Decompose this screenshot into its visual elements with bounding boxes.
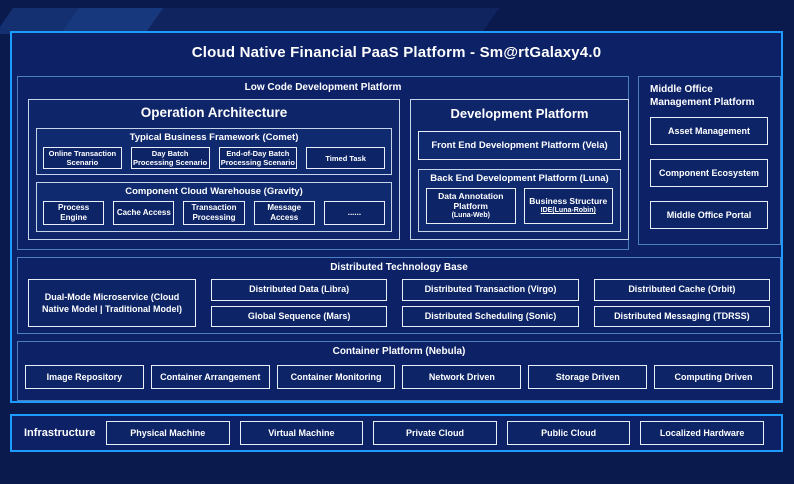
block-storage-driven: Storage Driven <box>528 365 648 389</box>
gravity-items-row: Process Engine Cache Access Transaction … <box>43 201 386 225</box>
low-code-section-label: Low Code Development Platform <box>244 82 402 93</box>
block-network-driven: Network Driven <box>402 365 522 389</box>
block-business-structure-ide-sub: IDE(Luna-Robin) <box>540 207 596 215</box>
operation-architecture-box: Operation Architecture Typical Business … <box>28 99 400 240</box>
block-distributed-messaging-tdrss: Distributed Messaging (TDRSS) <box>593 305 770 327</box>
block-process-engine: Process Engine <box>43 201 105 225</box>
block-global-sequence-mars: Global Sequence (Mars) <box>211 305 388 327</box>
block-ellipsis: ...... <box>323 201 386 225</box>
block-distributed-transaction-virgo: Distributed Transaction (Virgo) <box>402 279 579 301</box>
block-online-transaction-scenario: Online Transaction Scenario <box>43 147 122 169</box>
block-data-annotation-platform-name: Data Annotation Platform <box>438 191 504 212</box>
block-business-structure-ide: Business Structure IDE(Luna-Robin) <box>523 188 613 224</box>
block-business-structure-ide-name: Business Structure <box>529 196 608 207</box>
block-data-annotation-platform-sub: (Luna-Web) <box>451 212 490 220</box>
distributed-label: Distributed Technology Base <box>330 262 468 273</box>
block-end-of-day-batch-processing-scenario: End-of-Day Batch Processing Scenario <box>218 147 298 169</box>
platform-panel: Cloud Native Financial PaaS Platform - S… <box>10 31 783 403</box>
block-virtual-machine: Virtual Machine <box>239 421 364 445</box>
distributed-column-2: Distributed Transaction (Virgo) Distribu… <box>402 279 579 327</box>
infrastructure-section: Infrastructure Physical Machine Virtual … <box>10 414 783 452</box>
distributed-items-row: Dual-Mode Microservice (Cloud Native Mod… <box>28 279 770 327</box>
block-localized-hardware: Localized Hardware <box>640 421 764 445</box>
development-platform-title: Development Platform <box>450 106 589 121</box>
block-physical-machine: Physical Machine <box>106 421 230 445</box>
infrastructure-label: Infrastructure <box>24 427 96 439</box>
block-middle-office-portal: Middle Office Portal <box>650 201 768 229</box>
block-transaction-processing: Transaction Processing <box>183 201 245 225</box>
block-container-arrangement: Container Arrangement <box>150 365 270 389</box>
container-platform-nebula-section: Container Platform (Nebula) Image Reposi… <box>17 341 781 401</box>
block-distributed-scheduling-sonic: Distributed Scheduling (Sonic) <box>402 305 579 327</box>
block-front-end-development-platform-vela: Front End Development Platform (Vela) <box>418 131 621 160</box>
container-platform-label: Container Platform (Nebula) <box>332 346 466 357</box>
typical-business-framework-comet-box: Typical Business Framework (Comet) Onlin… <box>36 128 392 175</box>
block-component-ecosystem: Component Ecosystem <box>650 159 768 187</box>
middle-office-management-platform-section: Middle Office Management Platform Asset … <box>638 76 781 245</box>
middle-office-label: Middle Office Management Platform <box>650 84 755 108</box>
container-platform-items-row: Image Repository Container Arrangement C… <box>25 365 773 389</box>
block-message-access: Message Access <box>253 201 315 225</box>
block-distributed-cache-orbit: Distributed Cache (Orbit) <box>593 279 770 301</box>
back-end-development-platform-luna-box: Back End Development Platform (Luna) Dat… <box>418 169 621 232</box>
distributed-column-1: Distributed Data (Libra) Global Sequence… <box>211 279 388 327</box>
operation-architecture-title: Operation Architecture <box>140 105 288 120</box>
block-distributed-data-libra: Distributed Data (Libra) <box>211 279 388 301</box>
block-cache-access: Cache Access <box>113 201 175 225</box>
distributed-technology-base-section: Distributed Technology Base Dual-Mode Mi… <box>17 257 781 334</box>
development-platform-box: Development Platform Front End Developme… <box>410 99 629 240</box>
block-container-monitoring: Container Monitoring <box>276 365 396 389</box>
low-code-development-platform-section: Low Code Development Platform Operation … <box>17 76 629 250</box>
luna-items-row: Data Annotation Platform (Luna-Web) Busi… <box>426 188 613 224</box>
block-day-batch-processing-scenario: Day Batch Processing Scenario <box>130 147 210 169</box>
gravity-label: Component Cloud Warehouse (Gravity) <box>125 186 303 197</box>
page-title: Cloud Native Financial PaaS Platform - S… <box>191 44 602 61</box>
block-computing-driven: Computing Driven <box>654 365 773 389</box>
block-image-repository: Image Repository <box>25 365 144 389</box>
block-private-cloud: Private Cloud <box>373 421 497 445</box>
block-timed-task: Timed Task <box>306 147 385 169</box>
block-dual-mode-microservice: Dual-Mode Microservice (Cloud Native Mod… <box>28 279 196 327</box>
comet-items-row: Online Transaction Scenario Day Batch Pr… <box>43 147 385 169</box>
block-asset-management: Asset Management <box>650 117 768 145</box>
luna-label: Back End Development Platform (Luna) <box>430 173 609 184</box>
block-public-cloud: Public Cloud <box>506 421 631 445</box>
distributed-column-3: Distributed Cache (Orbit) Distributed Me… <box>593 279 770 327</box>
component-cloud-warehouse-gravity-box: Component Cloud Warehouse (Gravity) Proc… <box>36 182 392 232</box>
comet-label: Typical Business Framework (Comet) <box>129 132 299 143</box>
block-data-annotation-platform: Data Annotation Platform (Luna-Web) <box>426 188 516 224</box>
